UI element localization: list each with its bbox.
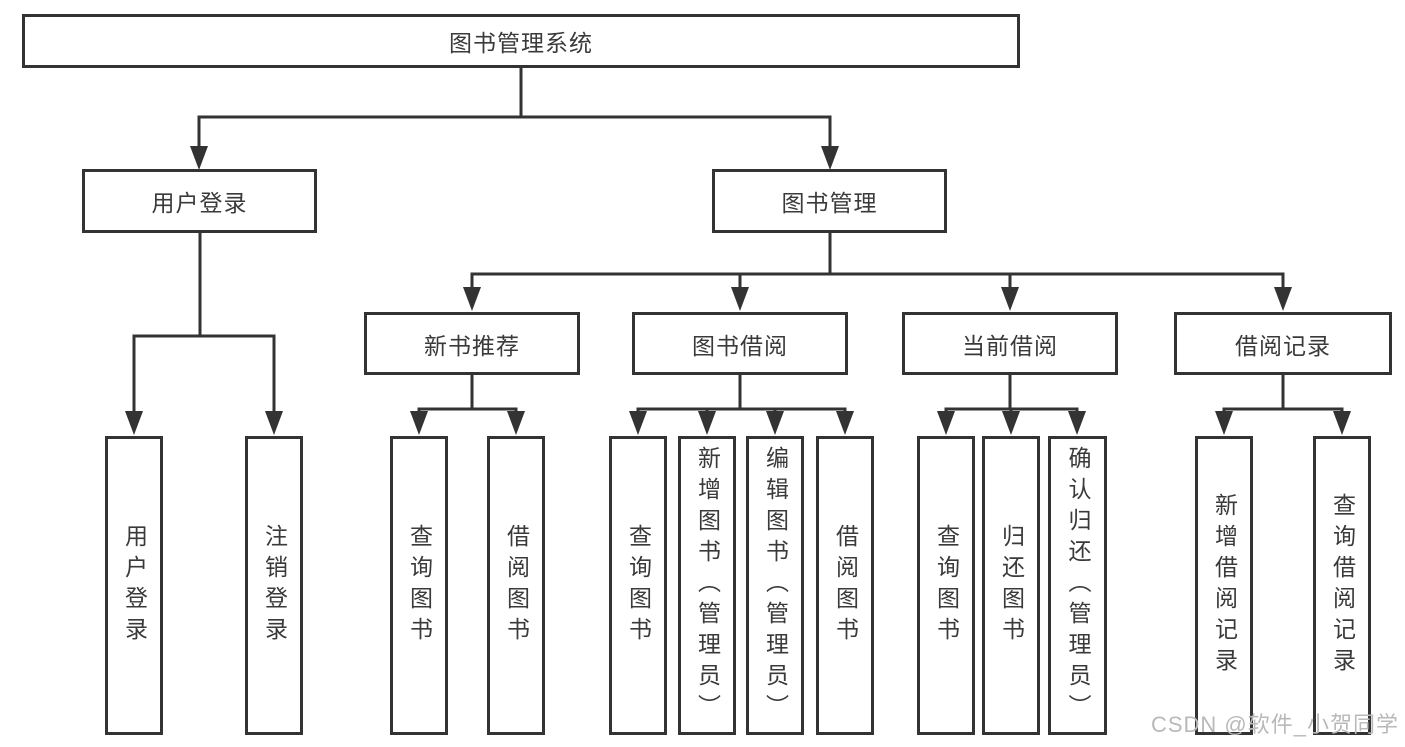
leaf-recommend-query-books: 查询图书 xyxy=(390,436,448,735)
arrowhead xyxy=(1002,411,1020,435)
leaf-user-login: 用户登录 xyxy=(105,436,163,735)
arrowhead xyxy=(1274,287,1292,311)
leaf-current-confirm-return-admin: 确认归还（管理员） xyxy=(1048,436,1107,735)
leaf-borrow-query-books: 查询图书 xyxy=(609,436,667,735)
arrowhead xyxy=(821,146,839,170)
arrowhead xyxy=(1001,287,1019,311)
arrowhead xyxy=(507,411,525,435)
arrowhead xyxy=(836,411,854,435)
leaf-borrow-add-books-admin: 新增图书（管理员） xyxy=(678,436,736,735)
leaf-borrow-edit-books-admin: 编辑图书（管理员） xyxy=(746,436,804,735)
arrowhead xyxy=(190,146,208,170)
connector-bb-rail xyxy=(636,407,847,411)
arrowhead xyxy=(265,411,283,435)
connector-cb-rail xyxy=(944,407,1079,411)
node-borrow-records: 借阅记录 xyxy=(1174,312,1392,375)
leaf-records-query-record: 查询借阅记录 xyxy=(1313,436,1371,735)
node-root: 图书管理系统 xyxy=(22,14,1020,68)
node-current-borrow: 当前借阅 xyxy=(902,312,1118,375)
node-book-management: 图书管理 xyxy=(712,169,947,233)
arrowhead xyxy=(698,411,716,435)
arrowhead xyxy=(629,411,647,435)
leaf-recommend-borrow-books: 借阅图书 xyxy=(487,436,545,735)
leaf-logout: 注销登录 xyxy=(245,436,303,735)
arrowhead xyxy=(463,287,481,311)
node-user-login: 用户登录 xyxy=(82,169,317,233)
connector-br-rail xyxy=(1222,407,1344,411)
connector-level3-rail xyxy=(470,272,1285,287)
arrowhead xyxy=(731,287,749,311)
connector-rec-rail xyxy=(417,407,518,411)
arrowhead xyxy=(1068,411,1086,435)
node-book-borrow: 图书借阅 xyxy=(632,312,848,375)
leaf-current-return-books: 归还图书 xyxy=(982,436,1040,735)
node-new-book-recommend: 新书推荐 xyxy=(364,312,580,375)
arrowhead xyxy=(1333,411,1351,435)
leaf-borrow-borrow-books: 借阅图书 xyxy=(816,436,874,735)
arrowhead xyxy=(766,411,784,435)
connector-level2-rail xyxy=(197,115,832,147)
arrowhead xyxy=(1215,411,1233,435)
arrowhead xyxy=(125,411,143,435)
connector-userlogin-rail xyxy=(132,334,276,411)
arrowhead xyxy=(937,411,955,435)
leaf-records-add-record: 新增借阅记录 xyxy=(1195,436,1253,735)
leaf-current-query-books: 查询图书 xyxy=(917,436,975,735)
arrowhead xyxy=(410,411,428,435)
